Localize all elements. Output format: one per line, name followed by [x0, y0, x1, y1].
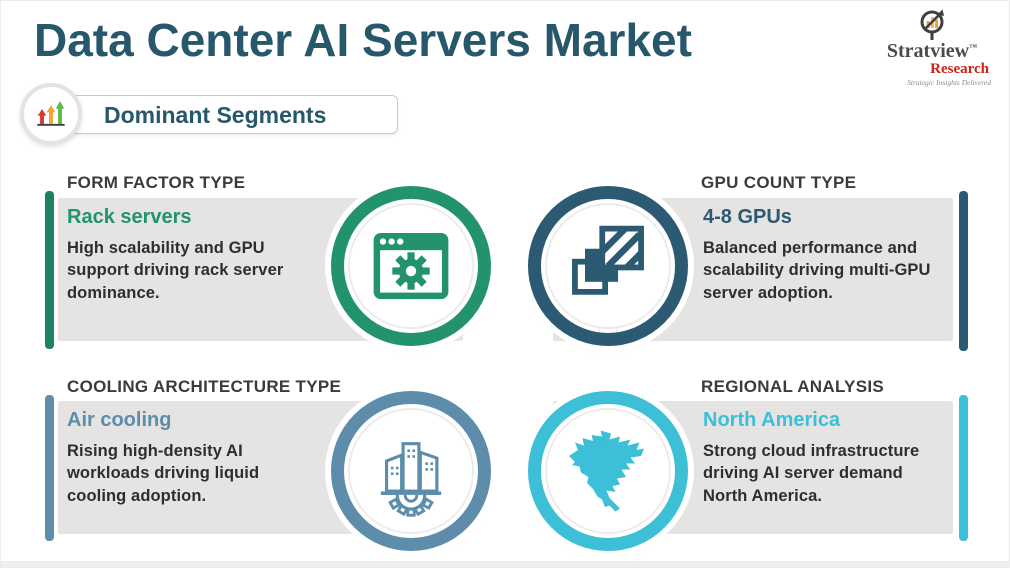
section-title-gpu-count: GPU COUNT TYPE — [701, 173, 857, 192]
logo-brand2-text: Research — [930, 61, 989, 77]
trademark-symbol: ™ — [969, 42, 978, 52]
segment-highlight: North America — [703, 409, 841, 431]
stratview-logo: Stratview™ Research Strategic Insights D… — [871, 7, 993, 89]
accent-bar — [959, 191, 968, 351]
accent-bar — [959, 395, 968, 541]
segment-description: Rising high-density AI workloads driving… — [67, 442, 260, 505]
magnifier-chart-icon — [920, 9, 944, 40]
footer-strip — [1, 561, 1009, 567]
segment-description: High scalability and GPU support driving… — [67, 239, 284, 302]
segment-highlight: Air cooling — [67, 409, 172, 431]
section-title-regional: REGIONAL ANALYSIS — [701, 377, 885, 396]
growth-arrows-icon — [20, 83, 82, 145]
app-window-gear-icon — [331, 186, 491, 346]
section-title-form-factor: FORM FACTOR TYPE — [67, 173, 246, 192]
section-title-cooling: COOLING ARCHITECTURE TYPE — [67, 377, 342, 396]
north-america-map-icon — [528, 391, 688, 551]
segment-highlight: Rack servers — [67, 206, 192, 228]
page-title: Data Center AI Servers Market — [34, 14, 692, 66]
gpu-stack-icon — [528, 186, 688, 346]
buildings-gear-icon — [331, 391, 491, 551]
segment-description: Strong cloud infrastructure driving AI s… — [703, 442, 920, 505]
logo-brand-text: Stratview™ — [886, 40, 978, 62]
accent-bar — [45, 395, 54, 541]
segment-description: Balanced performance and scalability dri… — [703, 239, 931, 302]
logo-tagline: Strategic Insights Delivered — [907, 78, 991, 88]
accent-bar — [45, 191, 54, 349]
segment-highlight: 4-8 GPUs — [703, 206, 792, 228]
dominant-segments-badge: Dominant Segments — [51, 95, 398, 134]
